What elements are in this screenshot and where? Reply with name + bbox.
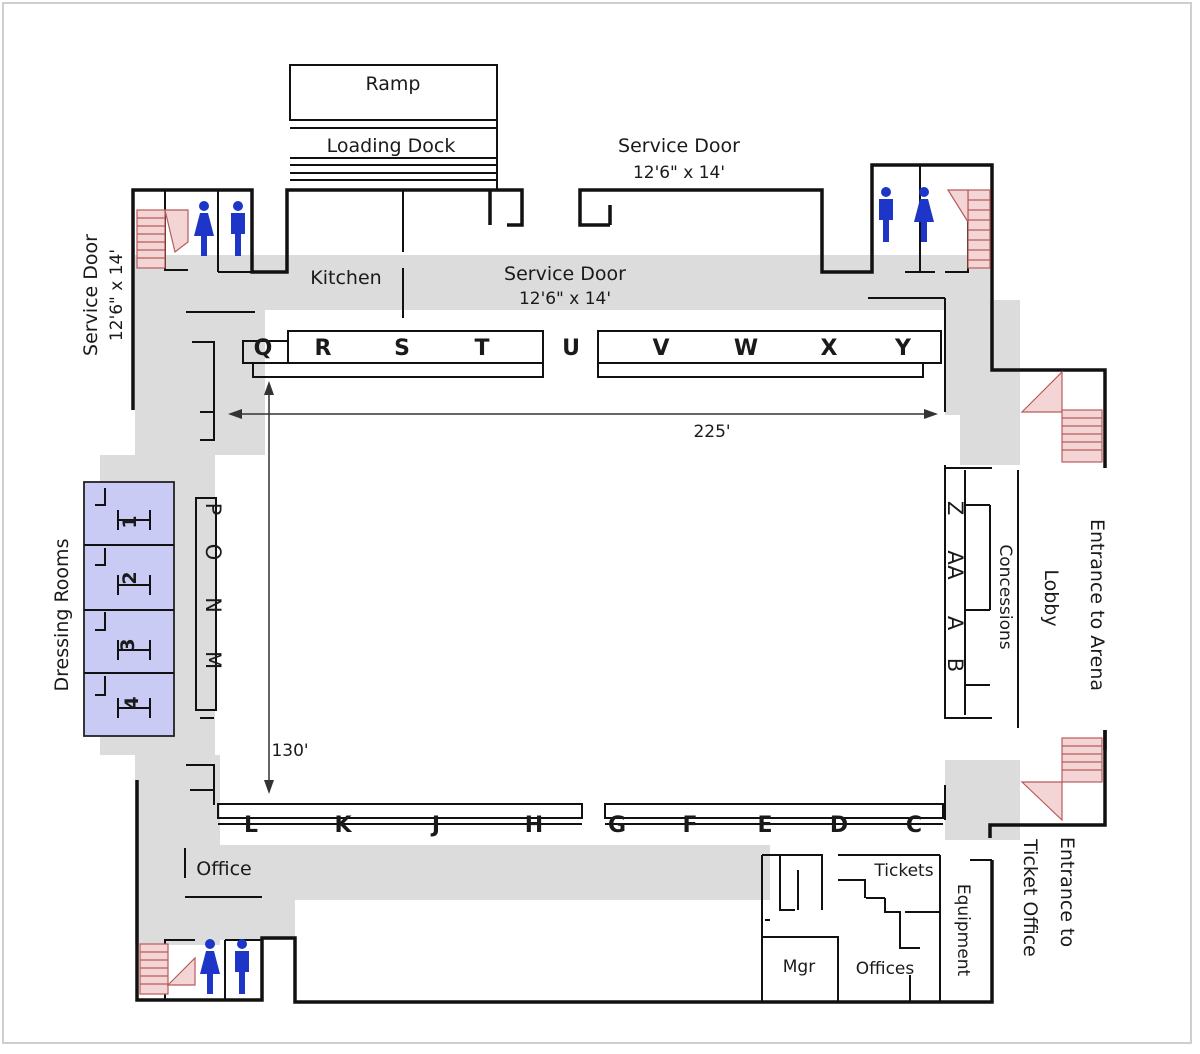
section-label-top: V <box>652 336 669 361</box>
service-door-top-label: Service Door <box>618 135 740 157</box>
section-label-top: U <box>562 336 580 361</box>
stairs-top-left <box>136 209 189 269</box>
stairs-right-upper <box>1020 370 1103 463</box>
service-door-inner-dimensions: 12'6" x 14' <box>519 289 611 309</box>
entrance-ticket-label-line1: Entrance to <box>1056 837 1078 947</box>
stairs-right-lower <box>1020 737 1103 822</box>
section-label-right: Z <box>943 501 967 515</box>
offices-label: Offices <box>856 959 915 979</box>
loading-dock-area <box>289 64 498 190</box>
kitchen-label: Kitchen <box>310 267 381 289</box>
section-label-bottom: G <box>608 813 626 838</box>
dressing-room-number: 1 <box>119 515 141 528</box>
height-dimension: 130' <box>271 741 308 761</box>
section-label-bottom: F <box>682 813 697 838</box>
dressing-rooms-label: Dressing Rooms <box>51 539 73 692</box>
mgr-label: Mgr <box>783 957 815 977</box>
section-label-bottom: D <box>830 813 848 838</box>
dressing-rooms-block <box>83 481 175 737</box>
dressing-room-number: 4 <box>121 696 143 709</box>
section-label-left: M <box>201 651 225 669</box>
width-dimension: 225' <box>693 422 730 442</box>
dimension-arrows <box>228 381 938 794</box>
section-label-bottom: K <box>334 813 352 838</box>
section-label-top: Y <box>894 336 912 361</box>
loading-dock-label: Loading Dock <box>327 135 456 157</box>
section-label-top: W <box>734 336 758 361</box>
concessions-label: Concessions <box>995 544 1015 649</box>
section-label-bottom: E <box>757 813 772 838</box>
ramp-label: Ramp <box>366 73 421 95</box>
stairs-top-right <box>946 189 991 269</box>
section-label-left: P <box>201 503 225 516</box>
service-door-top-dimensions: 12'6" x 14' <box>633 163 725 183</box>
section-label-top: R <box>315 336 332 361</box>
tickets-label: Tickets <box>873 861 933 881</box>
bottom-seating-blocks <box>217 803 944 825</box>
section-label-left: O <box>201 544 225 561</box>
section-label-bottom: H <box>525 813 543 838</box>
service-door-left-label: Service Door <box>80 234 102 356</box>
section-label-left: N <box>201 597 225 613</box>
dressing-room-number: 3 <box>117 638 139 651</box>
section-label-right: AA <box>943 550 967 580</box>
interior-walls <box>164 165 1019 1002</box>
service-door-left-dimensions: 12'6" x 14' <box>107 249 127 341</box>
service-door-inner-label: Service Door <box>504 263 626 285</box>
section-label-top: Q <box>254 336 273 361</box>
section-label-bottom: C <box>906 813 922 838</box>
section-label-bottom: L <box>244 813 258 838</box>
lobby-label: Lobby <box>1040 569 1062 626</box>
section-label-top: X <box>821 336 838 361</box>
equipment-label: Equipment <box>953 884 973 977</box>
section-label-top: T <box>474 336 489 361</box>
section-label-right: B <box>943 658 967 672</box>
top-seating-blocks <box>242 330 942 378</box>
section-label-bottom: J <box>430 813 440 838</box>
entrance-ticket-label-line2: Ticket Office <box>1019 838 1041 957</box>
dressing-room-number: 2 <box>119 571 141 584</box>
entrance-arena-label: Entrance to Arena <box>1086 519 1108 691</box>
left-seating-block <box>195 497 217 711</box>
exterior-walls <box>131 163 1107 1004</box>
section-label-top: S <box>394 336 410 361</box>
office-label: Office <box>196 858 251 880</box>
stairs-bottom-left <box>139 943 196 995</box>
section-label-right: A <box>943 616 967 631</box>
